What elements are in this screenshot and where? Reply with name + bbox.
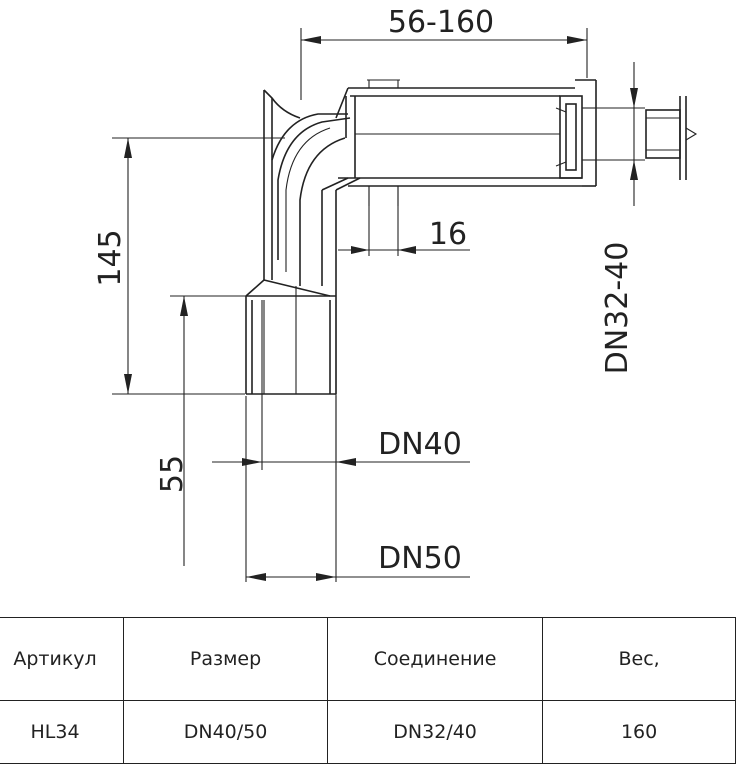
header-size: Размер xyxy=(123,617,329,701)
dim-offset-label: 16 xyxy=(429,217,467,252)
spec-table-header-row: Артикул Размер Соединение Вес, xyxy=(0,617,736,701)
dim-outer-diameter: DN50 xyxy=(245,396,470,582)
dim-socket-depth-label: 55 xyxy=(155,455,190,493)
header-connection: Соединение xyxy=(327,617,544,701)
technical-drawing: 56-160 145 55 16 DN32-40 xyxy=(93,5,698,582)
header-weight: Вес, xyxy=(542,617,736,701)
dim-offset: 16 xyxy=(338,186,470,256)
cell-weight: 160 xyxy=(542,700,736,764)
dim-outer-diameter-label: DN50 xyxy=(378,541,462,576)
dim-inner-diameter: DN40 xyxy=(212,300,470,470)
cell-size: DN40/50 xyxy=(123,700,329,764)
cell-connection: DN32/40 xyxy=(327,700,544,764)
dim-socket-depth: 55 xyxy=(155,295,262,566)
dim-side-connection-label: DN32-40 xyxy=(600,242,635,375)
siphon-elbow-outline xyxy=(245,79,698,395)
dim-inner-diameter-label: DN40 xyxy=(378,427,462,462)
table-row: HL34 DN40/50 DN32/40 160 xyxy=(0,700,736,764)
dim-side-connection: DN32-40 xyxy=(596,62,645,374)
dim-vertical-height: 145 xyxy=(93,137,285,395)
dim-top-length-label: 56-160 xyxy=(388,5,494,40)
dim-vertical-height-label: 145 xyxy=(93,229,128,286)
header-article: Артикул xyxy=(0,617,125,701)
dim-top-length: 56-160 xyxy=(300,5,588,100)
cell-article: HL34 xyxy=(0,700,125,764)
spec-table: Артикул Размер Соединение Вес, HL34 DN40… xyxy=(0,617,736,764)
